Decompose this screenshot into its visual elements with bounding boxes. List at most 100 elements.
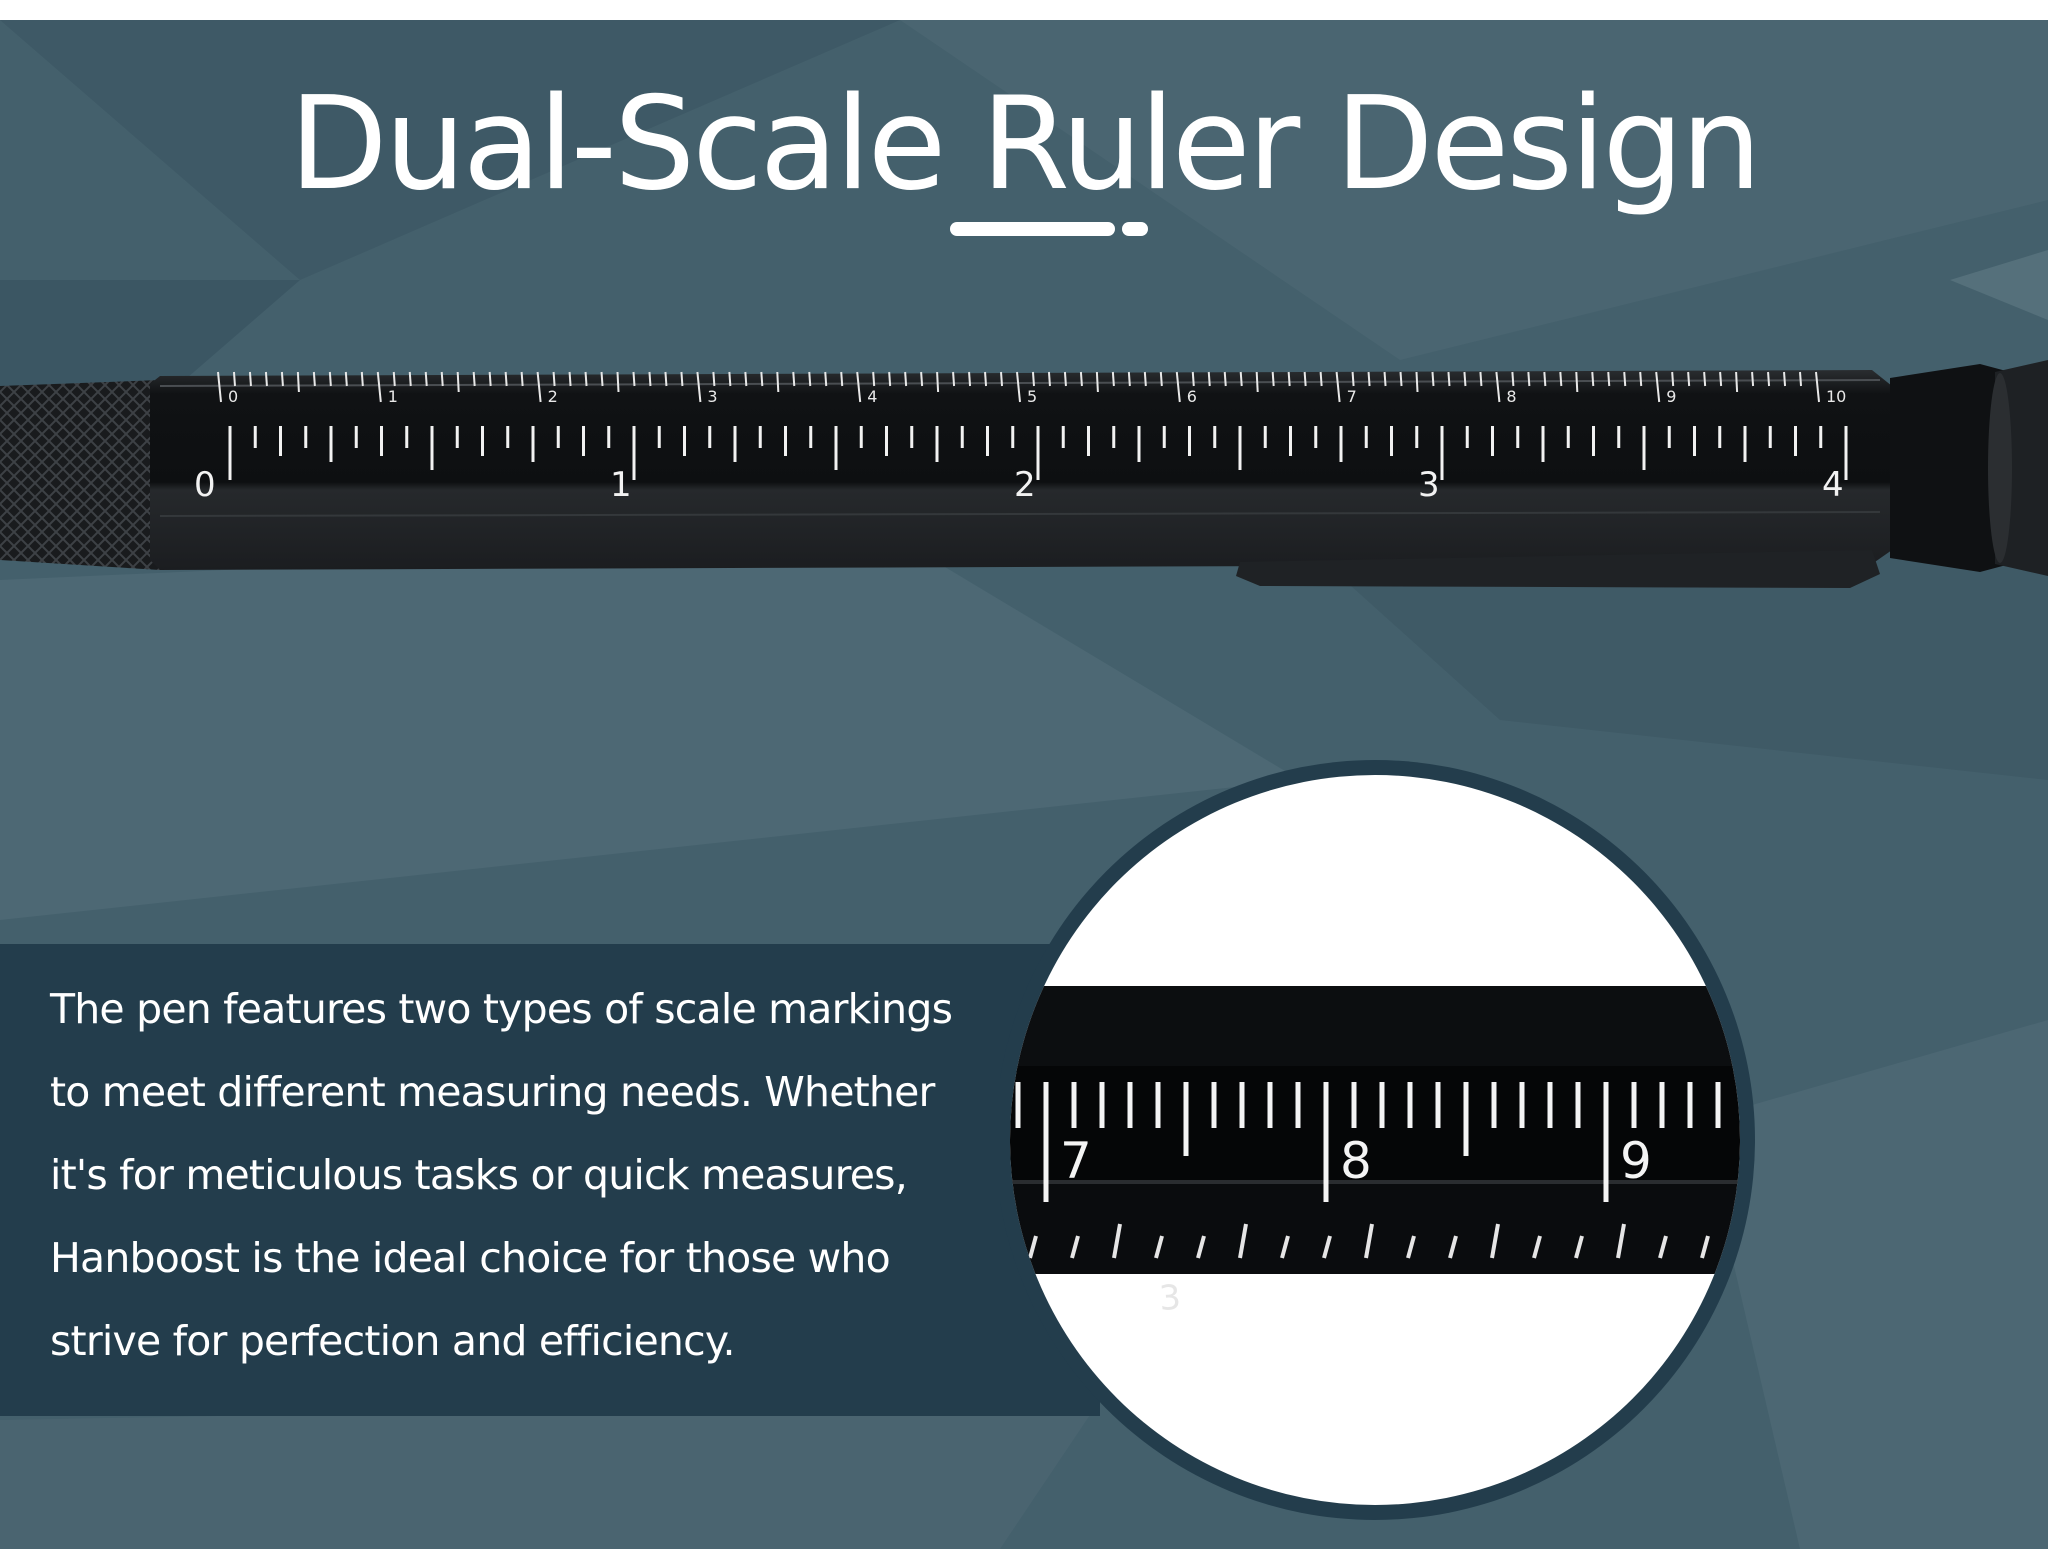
zoom-lower-tick [1406,1235,1416,1259]
cm-tick [1415,371,1419,393]
cm-tick [1159,371,1163,387]
cm-tick [232,371,236,387]
cm-tick [552,371,556,387]
cm-tick [760,371,764,387]
cm-tick [440,371,444,387]
cm-tick [1207,371,1211,387]
cm-tick [1255,371,1259,393]
zoom-lower-tick [1658,1235,1668,1259]
zoom-lower-tick [1744,1224,1750,1258]
cm-tick [296,371,300,393]
cm-tick [1063,371,1067,387]
zoom-label: 9 [1620,1132,1652,1190]
cm-tick [408,371,412,387]
cm-label: 0 [228,387,238,406]
cm-tick [856,371,862,403]
cm-tick [1623,371,1627,387]
zoom-ruler-body [1010,986,1740,1066]
cm-tick [776,371,780,393]
cm-tick [1143,371,1147,387]
inch-label: 3 [1418,465,1440,505]
cm-tick [632,371,636,387]
cm-tick [680,371,684,387]
cm-tick [520,371,524,387]
cm-tick [1335,371,1341,403]
cm-label: 4 [867,387,877,406]
cm-tick [808,371,812,387]
cm-tick [1095,371,1099,393]
cm-tick [1527,371,1531,387]
cm-tick [664,371,668,387]
cm-tick [1367,371,1371,387]
cm-tick [1703,371,1707,387]
cm-tick [648,371,652,387]
cm-tick [568,371,572,387]
cm-tick [376,371,382,403]
cm-tick [1016,371,1021,403]
cm-tick [1000,371,1004,387]
cm-tick [1543,371,1547,387]
cm-tick [1047,371,1051,387]
cm-tick [1591,371,1595,387]
zoom-label: 8 [1340,1132,1372,1190]
cm-tick [1463,371,1467,387]
zoom-lower-tick [1532,1235,1542,1259]
zoom-lower-tick [1028,1235,1038,1259]
zoom-lower-tick [1322,1235,1332,1259]
cm-tick [312,371,316,387]
cm-tick [1079,371,1083,387]
cm-tick [1783,371,1787,387]
inch-label: 4 [1822,465,1844,505]
zoom-lower-tick [1574,1235,1584,1259]
cm-tick [1639,371,1643,387]
cm-label: 10 [1826,387,1846,406]
cm-tick [1239,371,1243,387]
zoom-lower-tick [1280,1235,1290,1259]
cm-tick [536,371,542,403]
cm-tick [360,371,364,387]
cm-tick [1671,371,1675,387]
cm-label: 2 [548,387,558,406]
cm-tick [1767,371,1771,387]
cm-tick [904,371,908,387]
cm-tick [472,371,476,387]
cm-tick [392,371,396,387]
zoom-lower-tick [1700,1235,1710,1259]
cm-tick [1575,371,1579,393]
cm-tick [1127,371,1131,387]
cm-tick [1719,371,1723,387]
inch-scale [228,426,1848,480]
title-underline-dot [1122,222,1148,236]
cm-tick [1175,371,1181,403]
cm-tick [744,371,748,387]
cm-tick [1799,371,1803,387]
inch-label: 1 [610,465,632,505]
cm-tick [840,371,844,387]
cm-tick [1303,371,1307,387]
cm-tick [920,371,924,387]
cm-tick [1223,371,1227,387]
cm-tick [1319,371,1323,387]
cm-tick [1607,371,1611,387]
cm-tick [936,371,940,393]
cm-tick [424,371,428,387]
cm-tick [1287,371,1291,387]
cm-tick [616,371,620,393]
cm-label: 1 [388,387,398,406]
zoom-lower-tick [1490,1223,1500,1259]
cm-tick [504,371,508,387]
cm-label: 9 [1666,387,1676,406]
top-white-strip [0,0,2048,20]
cm-tick [712,371,716,387]
zoom-scale-ticks [1015,1082,1721,1202]
page-title: Dual-Scale Ruler Design [289,70,1762,219]
cm-tick [344,371,348,387]
cm-tick [1271,371,1275,387]
cm-tick [1559,371,1563,387]
cm-tick [1431,371,1435,387]
